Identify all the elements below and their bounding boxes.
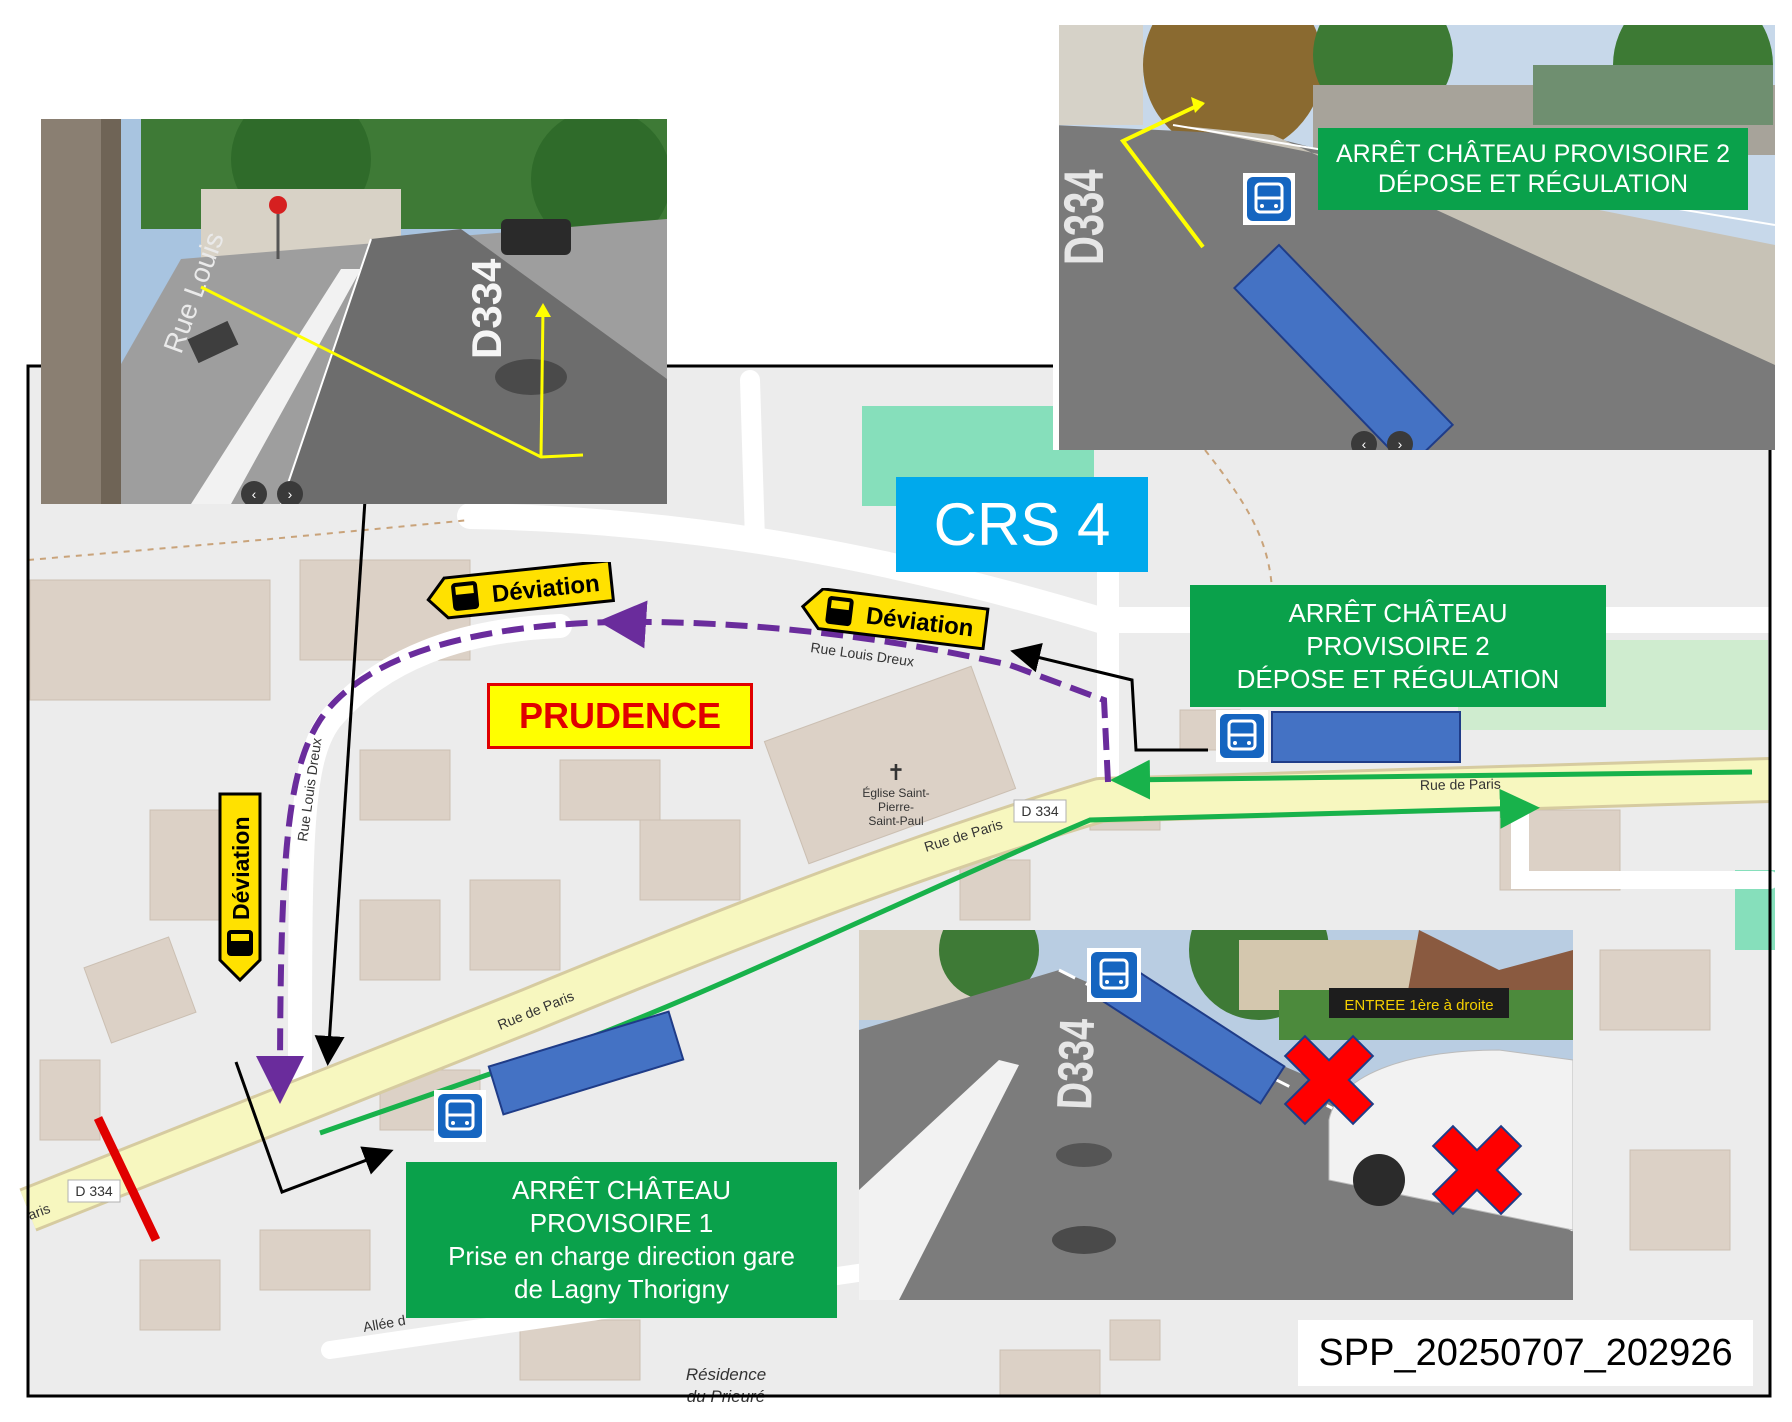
road-marking: D334 [463,258,510,359]
label-rue-de-paris-left: aris [26,1200,53,1223]
deviation-route [277,618,1111,1091]
pointer-photo-top-left [314,499,367,1066]
bus-position [1232,243,1455,450]
bus-stop-icon [434,1090,486,1142]
road-marking: D334 [1054,169,1116,265]
label-rue-de-paris-right: Rue de Paris [1420,776,1501,793]
bus-position-stop-2 [1271,711,1461,763]
svg-text:D 334: D 334 [75,1183,113,1199]
image-code: SPP_20250707_202926 [1298,1320,1753,1386]
deviation-sign-1: Déviation [426,562,616,620]
svg-text:Déviation: Déviation [228,816,254,920]
svg-text:Pierre-: Pierre- [878,800,914,814]
church-label: ✝ Église Saint- Pierre- Saint-Paul [862,760,929,828]
svg-text:Saint-Paul: Saint-Paul [868,814,923,828]
bus-stop-icon [1243,173,1295,225]
boundary-line [27,519,471,561]
bus-icon [227,930,253,956]
bus-icon [451,581,480,611]
street-photo-top-right: D334 ARRÊT CHÂTEAU PROVISOIRE 2 DÉPOSE E… [1053,25,1775,450]
pointer-stop-2 [1010,643,1208,752]
svg-text:D 334: D 334 [1021,803,1059,819]
shield-d334-mid: D 334 [1013,799,1067,823]
bus-position-stop-1 [487,1010,685,1116]
bus-icon [825,596,854,627]
street-photo-bottom-right: ENTREE 1ère à droite D334 [859,930,1573,1300]
cross-mark-icon [1431,1124,1523,1216]
photo-stop-2-box: ARRÊT CHÂTEAU PROVISOIRE 2 DÉPOSE ET RÉG… [1318,128,1748,210]
deviation-sign-2: Déviation [800,588,990,650]
pointer-stop-1 [234,1061,394,1194]
chevron-right-icon[interactable]: › [277,481,303,504]
bus-route-westbound [1110,759,1753,800]
chevron-right-icon[interactable]: › [1387,431,1413,450]
buildings [29,559,1731,1396]
svg-text:Église Saint-: Église Saint- [862,785,929,800]
prudence-label: PRUDENCE [487,683,753,749]
sign-text: ENTREE 1ère à droite [1344,997,1493,1014]
map-frame [26,364,1772,1398]
chevron-left-icon[interactable]: ‹ [1351,431,1377,450]
stop-2-box: ARRÊT CHÂTEAU PROVISOIRE 2 DÉPOSE ET RÉG… [1190,585,1606,707]
bus-stop-icon [1087,948,1141,1002]
street-photo-top-left: Rue Louis D334 ‹ › [41,119,667,504]
stop-1-box: ARRÊT CHÂTEAU PROVISOIRE 1 Prise en char… [406,1162,837,1318]
road-closure-bar [93,1116,161,1242]
cross-mark-icon [1283,1034,1375,1126]
shield-d334-left: D 334 [67,1179,121,1203]
chevron-left-icon[interactable]: ‹ [241,481,267,504]
church-cross-icon: ✝ [887,760,905,785]
bus-stop-icon [1216,710,1268,762]
crs-label: CRS 4 [896,477,1148,572]
deviation-sign-3: Déviation [218,792,262,983]
road-marking: D334 [1047,1017,1105,1110]
svg-text:Résidence: Résidence [686,1365,766,1384]
label-allee: Allée d [362,1312,407,1335]
